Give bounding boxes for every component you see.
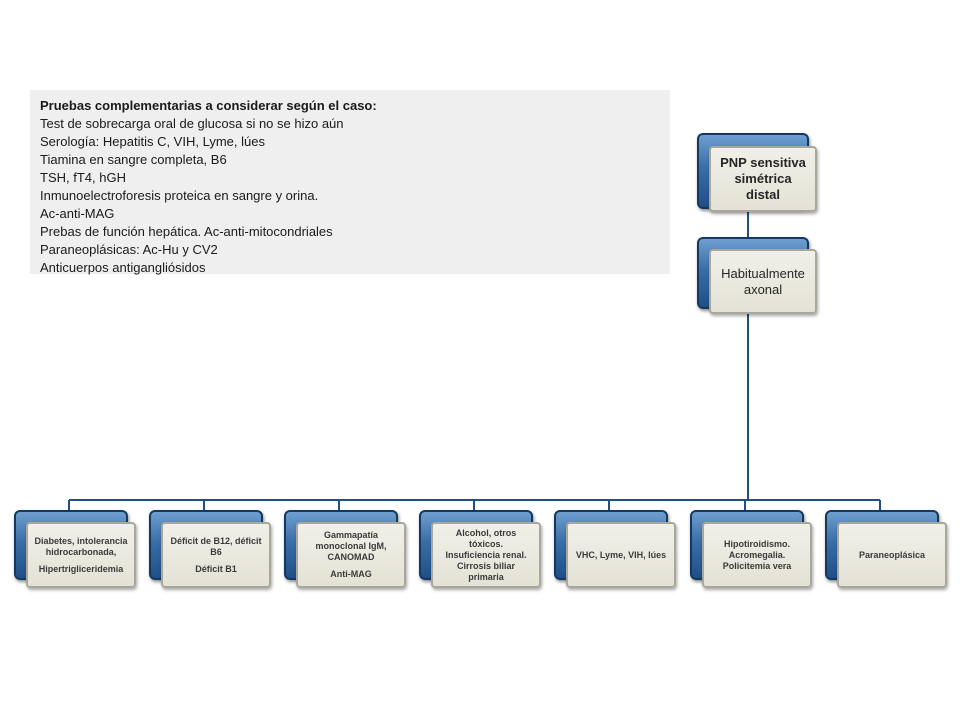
- panel-title: Pruebas complementarias a considerar seg…: [40, 98, 377, 113]
- leaf-label: Anti-MAG: [330, 569, 372, 579]
- node-front-card: VHC, Lyme, VIH, lúes: [566, 522, 676, 588]
- node-habitualmente-axonal: Habitualmente axonal: [697, 237, 817, 314]
- panel-item: Ac-anti-MAG: [40, 206, 115, 221]
- leaf-label: Déficit B1: [195, 563, 237, 574]
- leaf-paraneoplasica: Paraneoplásica: [825, 510, 947, 588]
- leaf-label: Diabetes, intolerancia: [34, 535, 128, 546]
- leaf-alcohol: Alcohol, otros tóxicos. Insuficiencia re…: [419, 510, 541, 588]
- node-label: simétrica distal: [734, 171, 792, 202]
- panel-item: Tiamina en sangre completa, B6: [40, 152, 227, 167]
- leaf-label: monoclonal IgM,: [315, 541, 387, 551]
- node-front-card: Déficit de B12, déficit B6 Déficit B1: [161, 522, 271, 588]
- leaf-label: Gammapatía: [323, 530, 379, 540]
- leaf-label: Acromegalia.: [728, 549, 786, 560]
- leaf-vhc-lyme: VHC, Lyme, VIH, lúes: [554, 510, 676, 588]
- panel-item: Serología: Hepatitis C, VIH, Lyme, lúes: [40, 134, 265, 149]
- leaf-label: CANOMAD: [327, 552, 375, 562]
- leaf-label: Hipertrigliceridemia: [38, 563, 124, 574]
- panel-item: Test de sobrecarga oral de glucosa si no…: [40, 116, 344, 131]
- leaf-deficit-b12: Déficit de B12, déficit B6 Déficit B1: [149, 510, 271, 588]
- panel-item: Anticuerpos antigangliósidos: [40, 260, 206, 275]
- node-front-card: PNP sensitiva simétrica distal: [709, 146, 817, 212]
- panel-item: Paraneoplásicas: Ac-Hu y CV2: [40, 242, 218, 257]
- leaf-label: B6: [210, 546, 222, 557]
- node-front-card: Diabetes, intolerancia hidrocarbonada, H…: [26, 522, 136, 588]
- node-front-card: Paraneoplásica: [837, 522, 947, 588]
- node-label: axonal: [743, 281, 783, 297]
- leaf-hipotiroidismo: Hipotiroidismo. Acromegalia. Policitemia…: [690, 510, 812, 588]
- node-pnp-sensitiva: PNP sensitiva simétrica distal: [697, 133, 817, 212]
- complementary-tests-panel: Pruebas complementarias a considerar seg…: [30, 90, 670, 275]
- leaf-label: Cirrosis biliar primaria: [456, 560, 516, 582]
- leaf-label: VHC, Lyme, VIH, lúes: [575, 549, 667, 560]
- node-front-card: Gammapatía monoclonal IgM, CANOMAD Anti-…: [296, 522, 406, 588]
- node-front-card: Hipotiroidismo. Acromegalia. Policitemia…: [702, 522, 812, 588]
- leaf-label: Insuficiencia renal.: [445, 549, 527, 560]
- leaf-label: Hipotiroidismo.: [724, 538, 790, 549]
- leaf-label: Paraneoplásica: [858, 549, 926, 560]
- leaf-label: Alcohol, otros tóxicos.: [455, 527, 517, 549]
- leaf-label: Policitemia vera: [722, 560, 792, 571]
- leaf-gammapatia: Gammapatía monoclonal IgM, CANOMAD Anti-…: [284, 510, 406, 588]
- node-label: Habitualmente: [721, 265, 805, 281]
- panel-item: TSH, fT4, hGH: [40, 170, 126, 185]
- node-front-card: Alcohol, otros tóxicos. Insuficiencia re…: [431, 522, 541, 588]
- leaf-label: hidrocarbonada,: [45, 546, 117, 557]
- panel-item: Inmunoelectroforesis proteica en sangre …: [40, 188, 319, 203]
- panel-item: Prebas de función hepática. Ac-anti-mito…: [40, 224, 333, 239]
- node-label: PNP sensitiva: [720, 155, 806, 170]
- node-front-card: Habitualmente axonal: [709, 249, 817, 314]
- leaf-diabetes: Diabetes, intolerancia hidrocarbonada, H…: [14, 510, 136, 588]
- leaf-label: Déficit de B12, déficit: [170, 535, 262, 546]
